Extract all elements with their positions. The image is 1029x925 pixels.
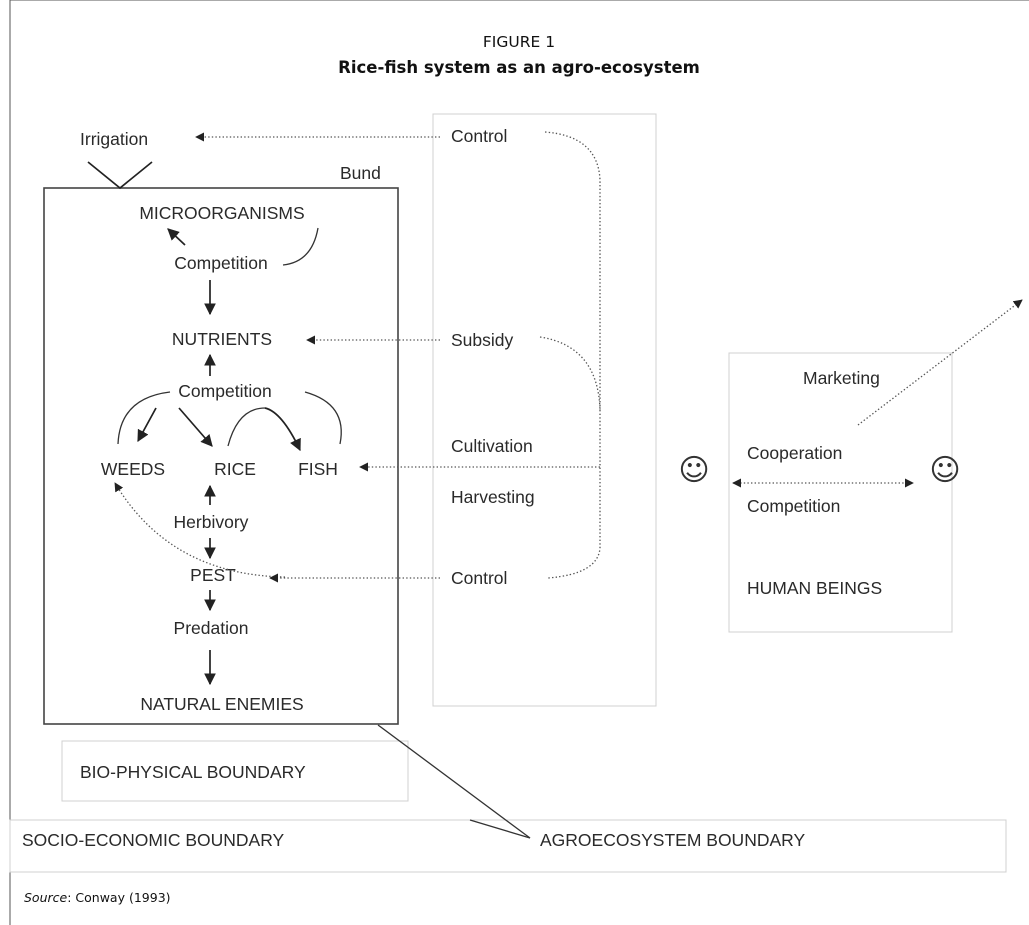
- curve-competition-right: [304, 391, 342, 445]
- figure-number: FIGURE 1: [483, 33, 555, 51]
- management-panel: [432, 113, 657, 707]
- competition-mid-node: Competition: [178, 381, 271, 401]
- natural-enemies-node: NATURAL ENEMIES: [140, 694, 303, 714]
- arrow-competition-to-microorganisms: [167, 228, 186, 246]
- cooperation-label: Cooperation: [747, 443, 842, 463]
- bracket-subsidy: [539, 336, 601, 411]
- bio-physical-boundary-label: BIO-PHYSICAL BOUNDARY: [80, 762, 306, 782]
- nutrients-node: NUTRIENTS: [172, 329, 272, 349]
- human-panel: [728, 352, 953, 633]
- smiley-face-icon: ☺: [678, 453, 709, 488]
- source-note: Source: Conway (1993): [24, 890, 171, 905]
- figure-title: Rice-fish system as an agro-ecosystem: [338, 58, 700, 77]
- arrow-competition-to-rice: [178, 407, 213, 447]
- cultivation-label: Cultivation: [451, 436, 533, 456]
- competition-top-node: Competition: [174, 253, 267, 273]
- socio-economic-boundary-label: SOCIO-ECONOMIC BOUNDARY: [22, 830, 285, 850]
- herbivory-node: Herbivory: [174, 512, 249, 532]
- irrigation-label: Irrigation: [80, 129, 148, 149]
- curve-competition-left: [117, 391, 171, 445]
- arrow-marketing: [857, 299, 1023, 426]
- bracket-bottom: [547, 410, 601, 579]
- harvesting-label: Harvesting: [451, 487, 535, 507]
- pest-node: PEST: [190, 565, 236, 585]
- subsidy-label: Subsidy: [451, 330, 514, 350]
- microorganisms-node: MICROORGANISMS: [139, 203, 304, 223]
- irrigation-connector: [87, 161, 153, 190]
- predation-node: Predation: [174, 618, 249, 638]
- competition-human-label: Competition: [747, 496, 840, 516]
- curve-microorganisms-to-competition: [282, 227, 319, 266]
- agroecosystem-boundary-box: [9, 819, 1007, 873]
- bracket-control-top: [544, 131, 601, 410]
- arrow-arc-to-fish: [264, 407, 301, 452]
- control-top-label: Control: [451, 126, 507, 146]
- agroecosystem-line-upper: [377, 724, 531, 839]
- source-text: : Conway (1993): [67, 890, 170, 905]
- bio-physical-boundary-box: [61, 740, 409, 802]
- agroecosystem-line-lower: [469, 819, 531, 839]
- bund-label: Bund: [340, 163, 381, 183]
- source-prefix: Source: [24, 890, 68, 905]
- marketing-label: Marketing: [803, 368, 880, 388]
- arc-rice-to-fish: [227, 407, 266, 447]
- bund-box: [43, 187, 399, 725]
- fish-node: FISH: [298, 459, 338, 479]
- human-beings-label: HUMAN BEINGS: [747, 578, 882, 598]
- rice-node: RICE: [214, 459, 256, 479]
- arrow-competition-to-weeds: [137, 407, 157, 443]
- weeds-node: WEEDS: [101, 459, 165, 479]
- smiley-face-icon: ☺: [929, 453, 960, 488]
- agroecosystem-boundary-label: AGROECOSYSTEM BOUNDARY: [540, 830, 805, 850]
- control-bottom-label: Control: [451, 568, 507, 588]
